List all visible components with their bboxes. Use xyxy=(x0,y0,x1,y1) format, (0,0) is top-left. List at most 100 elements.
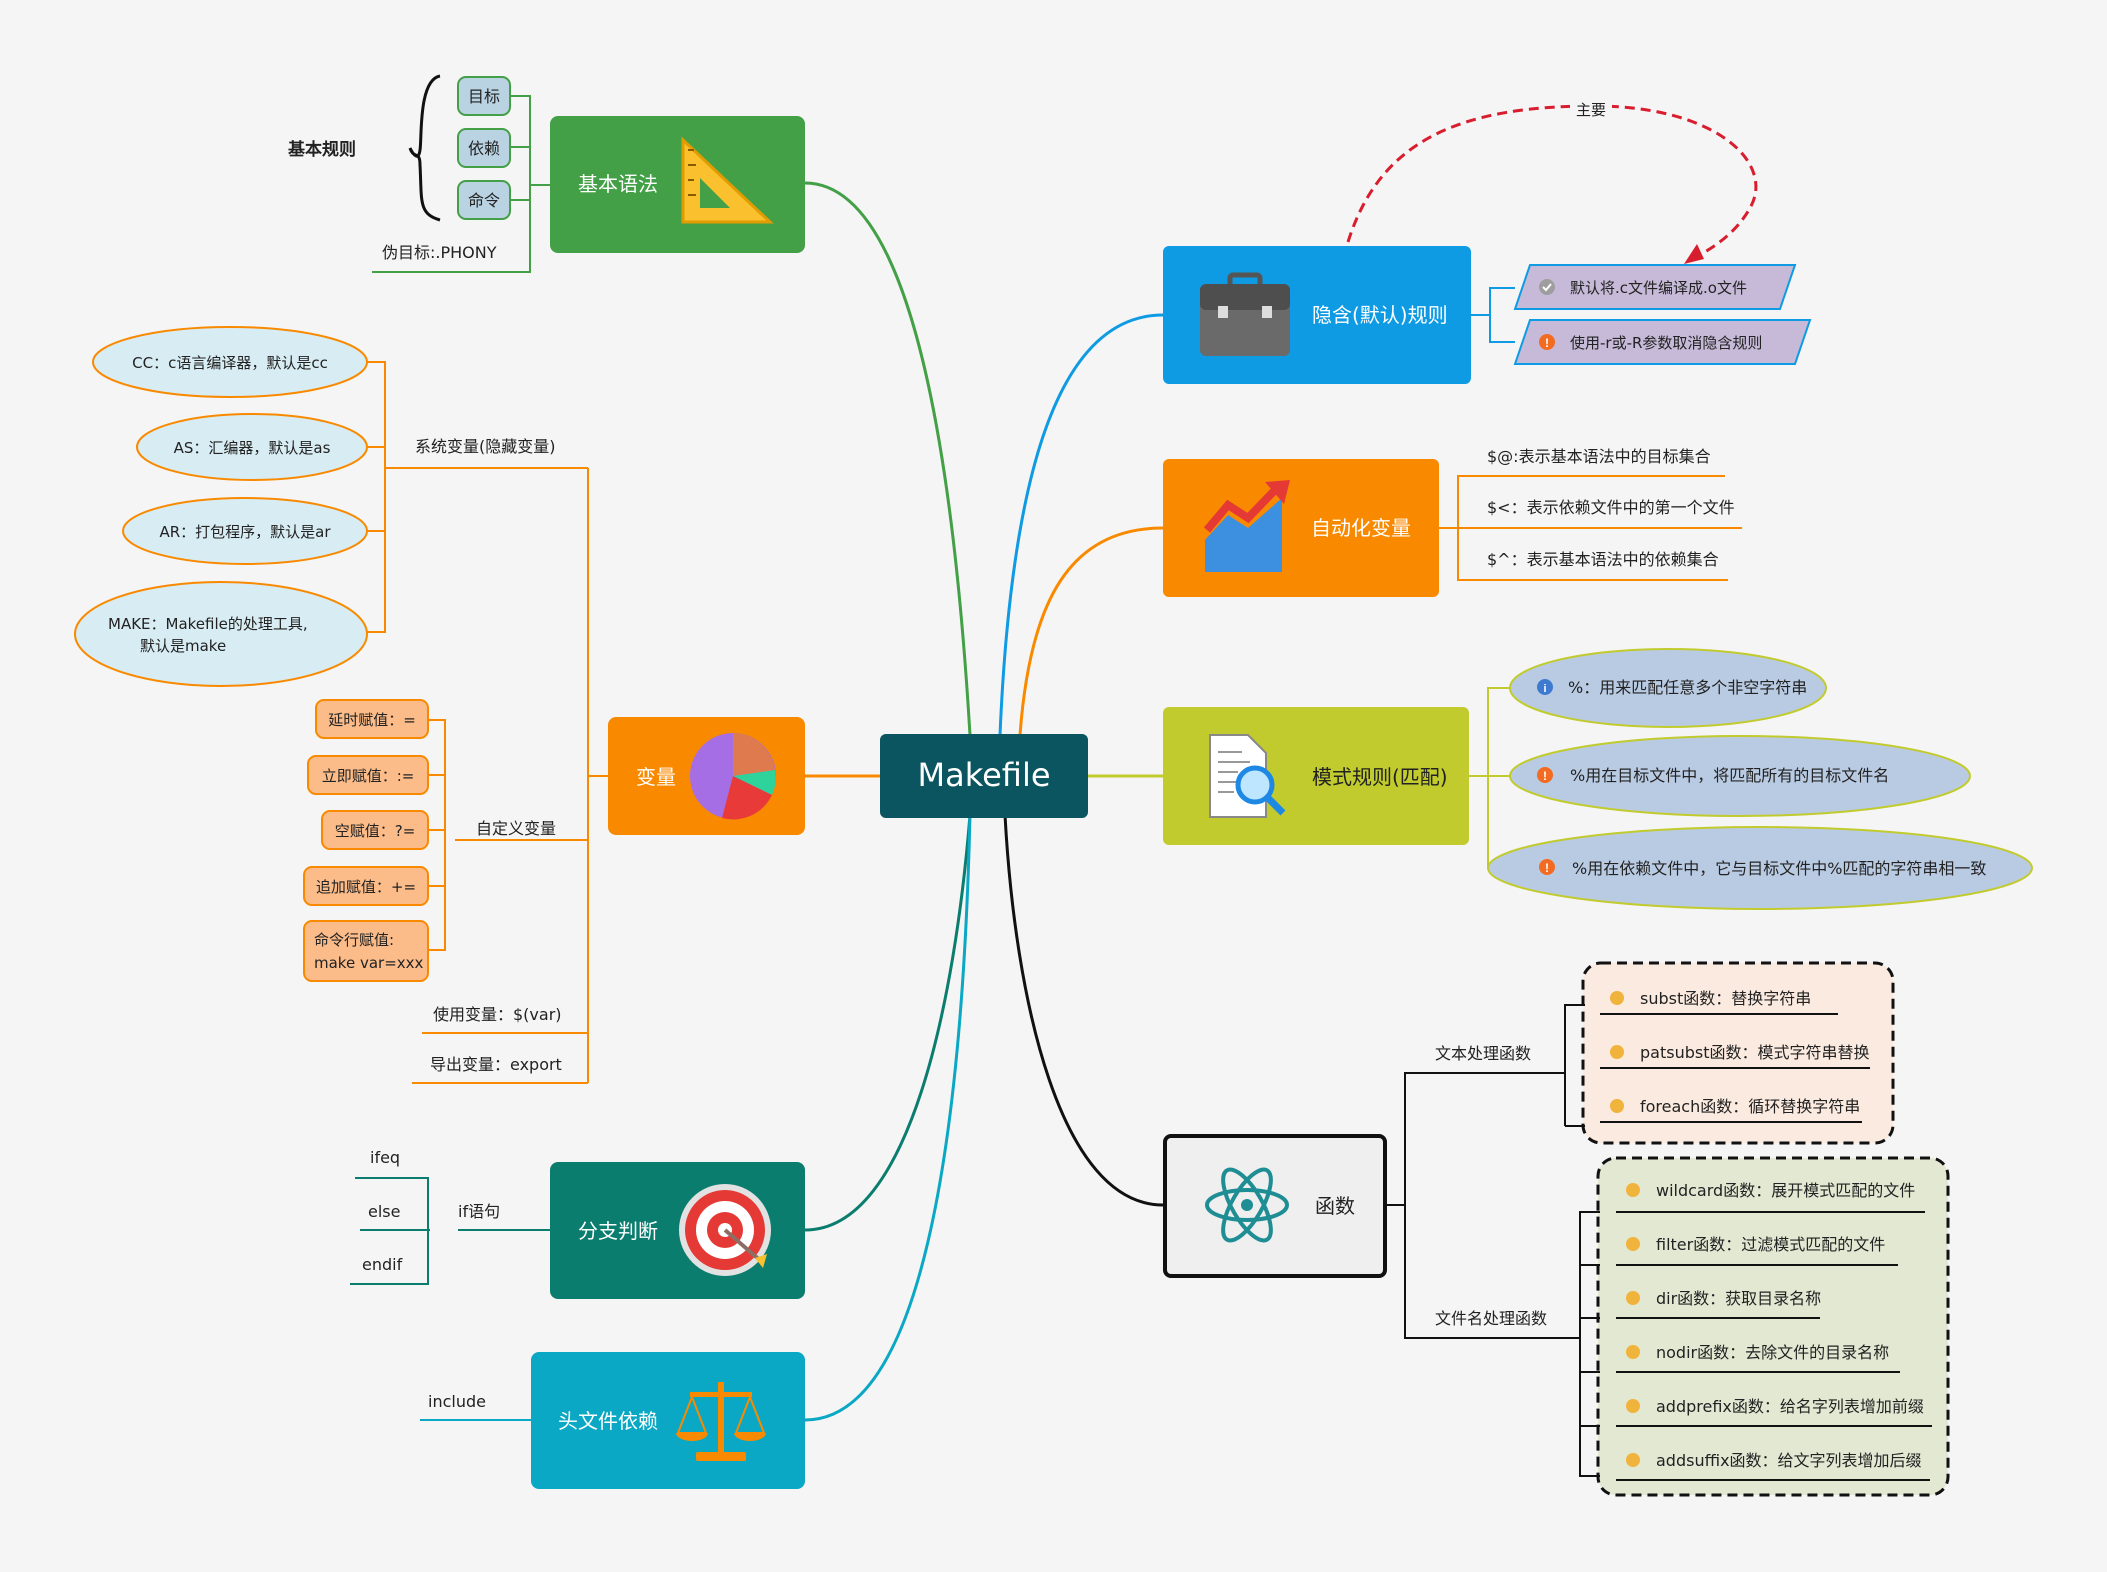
auto-var-caret[interactable]: $^：表示基本语法中的依赖集合 xyxy=(1487,550,1719,569)
file-func-dir[interactable]: dir函数：获取目录名称 xyxy=(1626,1289,1821,1308)
briefcase-icon xyxy=(1200,272,1290,356)
file-func-addprefix[interactable]: addprefix函数：给名字列表增加前缀 xyxy=(1626,1397,1924,1416)
implicit-item-default[interactable]: 默认将.c文件编译成.o文件 xyxy=(1513,264,1797,310)
branch-item-ifeq[interactable]: ifeq xyxy=(370,1148,400,1167)
svg-text:%用在目标文件中，将匹配所有的目标文件名: %用在目标文件中，将匹配所有的目标文件名 xyxy=(1570,766,1889,785)
system-var-cc[interactable]: CC：c语言编译器，默认是cc xyxy=(92,326,368,398)
text-func-label[interactable]: 文本处理函数 xyxy=(1435,1044,1531,1063)
svg-text:nodir函数：去除文件的目录名称: nodir函数：去除文件的目录名称 xyxy=(1656,1343,1889,1362)
custom-var-empty[interactable]: 空赋值：?= xyxy=(321,810,429,850)
trending-chart-icon xyxy=(1203,480,1290,572)
basic-syntax-lines xyxy=(372,95,550,273)
svg-text:命令: 命令 xyxy=(468,191,500,210)
function-icon xyxy=(1626,1345,1640,1359)
center-node[interactable]: Makefile xyxy=(880,734,1088,818)
functions-lines xyxy=(1385,1018,1580,1339)
pie-chart-icon xyxy=(690,733,776,820)
basic-item-target[interactable]: 目标 xyxy=(457,76,511,116)
svg-text:空赋值：?=: 空赋值：?= xyxy=(335,822,416,840)
text-func-patsubst[interactable]: patsubst函数：模式字符串替换 xyxy=(1610,1043,1869,1062)
main-annotation-label: 主要 xyxy=(1576,101,1606,119)
main-dashed-arrow xyxy=(1346,104,1758,262)
custom-var-deferred[interactable]: 延时赋值：= xyxy=(315,699,429,739)
export-variable-label[interactable]: 导出变量：export xyxy=(430,1055,562,1074)
functions-title: 函数 xyxy=(1315,1194,1355,1218)
pattern-item-percent[interactable]: i %：用来匹配任意多个非空字符串 xyxy=(1509,648,1827,728)
basic-item-dependency[interactable]: 依赖 xyxy=(457,128,511,168)
center-label: Makefile xyxy=(917,756,1050,794)
header-dep-node[interactable]: 头文件依赖 xyxy=(531,1352,805,1489)
auto-var-at[interactable]: $@:表示基本语法中的目标集合 xyxy=(1487,447,1711,466)
pattern-rules-node[interactable]: 模式规则(匹配) xyxy=(1163,707,1469,845)
variables-title: 变量 xyxy=(636,765,676,789)
pattern-item-target[interactable]: ! %用在目标文件中，将匹配所有的目标文件名 xyxy=(1509,735,1971,817)
svg-text:foreach函数：循环替换字符串: foreach函数：循环替换字符串 xyxy=(1640,1097,1860,1116)
system-vars-label[interactable]: 系统变量(隐藏变量) xyxy=(415,437,556,456)
auto-vars-node[interactable]: 自动化变量 xyxy=(1163,459,1439,597)
svg-text:目标: 目标 xyxy=(468,87,500,106)
file-func-wildcard[interactable]: wildcard函数：展开模式匹配的文件 xyxy=(1626,1181,1915,1200)
svg-text:AR：打包程序，默认是ar: AR：打包程序，默认是ar xyxy=(159,523,331,541)
implicit-rules-title: 隐含(默认)规则 xyxy=(1312,303,1448,327)
text-func-subst[interactable]: subst函数：替换字符串 xyxy=(1610,989,1811,1008)
svg-text:wildcard函数：展开模式匹配的文件: wildcard函数：展开模式匹配的文件 xyxy=(1656,1181,1915,1200)
basic-syntax-title: 基本语法 xyxy=(578,172,658,196)
if-statement-label[interactable]: if语句 xyxy=(458,1202,500,1221)
functions-node[interactable]: 函数 xyxy=(1163,1134,1387,1278)
variables-node[interactable]: 变量 xyxy=(608,717,805,835)
branch-item-endif[interactable]: endif xyxy=(362,1255,403,1274)
warning-icon xyxy=(1537,767,1553,783)
svg-text:filter函数：过滤模式匹配的文件: filter函数：过滤模式匹配的文件 xyxy=(1656,1235,1885,1254)
implicit-item-disable[interactable]: ! 使用-r或-R参数取消隐含规则 xyxy=(1513,319,1812,365)
svg-text:addprefix函数：给名字列表增加前缀: addprefix函数：给名字列表增加前缀 xyxy=(1656,1397,1924,1416)
arrow-head xyxy=(1684,244,1704,264)
text-func-box xyxy=(1581,961,1895,1145)
file-func-addsuffix[interactable]: addsuffix函数：给文字列表增加后缀 xyxy=(1626,1451,1922,1470)
custom-var-cmdline[interactable]: 命令行赋值: make var=xxx xyxy=(303,920,429,982)
branch-title: 分支判断 xyxy=(578,1219,658,1243)
svg-text:使用-r或-R参数取消隐含规则: 使用-r或-R参数取消隐含规则 xyxy=(1570,334,1762,352)
svg-text:命令行赋值:: 命令行赋值: xyxy=(314,931,394,949)
scales-icon xyxy=(676,1382,766,1461)
include-label[interactable]: include xyxy=(428,1392,486,1411)
custom-vars-label[interactable]: 自定义变量 xyxy=(476,819,556,838)
svg-text:默认将.c文件编译成.o文件: 默认将.c文件编译成.o文件 xyxy=(1570,279,1747,297)
warning-icon xyxy=(1539,334,1555,350)
svg-text:默认是make: 默认是make xyxy=(140,637,226,655)
function-icon xyxy=(1626,1237,1640,1251)
svg-text:依赖: 依赖 xyxy=(468,139,500,158)
info-icon xyxy=(1537,679,1553,695)
svg-text:dir函数：获取目录名称: dir函数：获取目录名称 xyxy=(1656,1289,1821,1308)
custom-var-append[interactable]: 追加赋值：+= xyxy=(303,866,429,906)
svg-text:AS：汇编器，默认是as: AS：汇编器，默认是as xyxy=(174,439,331,457)
implicit-rules-node[interactable]: 隐含(默认)规则 xyxy=(1163,246,1471,384)
function-icon xyxy=(1626,1183,1640,1197)
system-var-make[interactable]: MAKE：Makefile的处理工具, 默认是make xyxy=(74,581,368,687)
file-func-filter[interactable]: filter函数：过滤模式匹配的文件 xyxy=(1626,1235,1885,1254)
branch-node[interactable]: 分支判断 xyxy=(550,1162,805,1299)
svg-text:CC：c语言编译器，默认是cc: CC：c语言编译器，默认是cc xyxy=(132,354,328,372)
system-var-as[interactable]: AS：汇编器，默认是as xyxy=(136,413,368,481)
phony-label[interactable]: 伪目标:.PHONY xyxy=(382,243,497,262)
function-icon xyxy=(1610,991,1624,1005)
function-icon xyxy=(1626,1453,1640,1467)
basic-item-command[interactable]: 命令 xyxy=(457,180,511,220)
file-func-nodir[interactable]: nodir函数：去除文件的目录名称 xyxy=(1626,1343,1889,1362)
svg-text:subst函数：替换字符串: subst函数：替换字符串 xyxy=(1640,989,1811,1008)
file-func-label[interactable]: 文件名处理函数 xyxy=(1435,1309,1547,1328)
function-icon xyxy=(1626,1291,1640,1305)
use-variable-label[interactable]: 使用变量：$(var) xyxy=(433,1005,562,1024)
system-var-ar[interactable]: AR：打包程序，默认是ar xyxy=(122,497,368,565)
basic-syntax-node[interactable]: 基本语法 xyxy=(550,116,805,253)
file-func-box xyxy=(1596,1156,1950,1497)
custom-var-immediate[interactable]: 立即赋值：:= xyxy=(307,755,429,795)
pattern-item-dependency[interactable]: ! %用在依赖文件中，它与目标文件中%匹配的字符串相一致 xyxy=(1487,826,2033,910)
svg-text:延时赋值：=: 延时赋值：= xyxy=(328,711,416,729)
warning-icon xyxy=(1539,859,1555,875)
atom-icon xyxy=(1205,1167,1289,1243)
text-func-foreach[interactable]: foreach函数：循环替换字符串 xyxy=(1610,1097,1860,1116)
svg-text:%：用来匹配任意多个非空字符串: %：用来匹配任意多个非空字符串 xyxy=(1568,678,1807,697)
pattern-lines xyxy=(1469,687,1510,869)
auto-var-lt[interactable]: $<：表示依赖文件中的第一个文件 xyxy=(1487,498,1735,517)
branch-item-else[interactable]: else xyxy=(368,1202,400,1221)
